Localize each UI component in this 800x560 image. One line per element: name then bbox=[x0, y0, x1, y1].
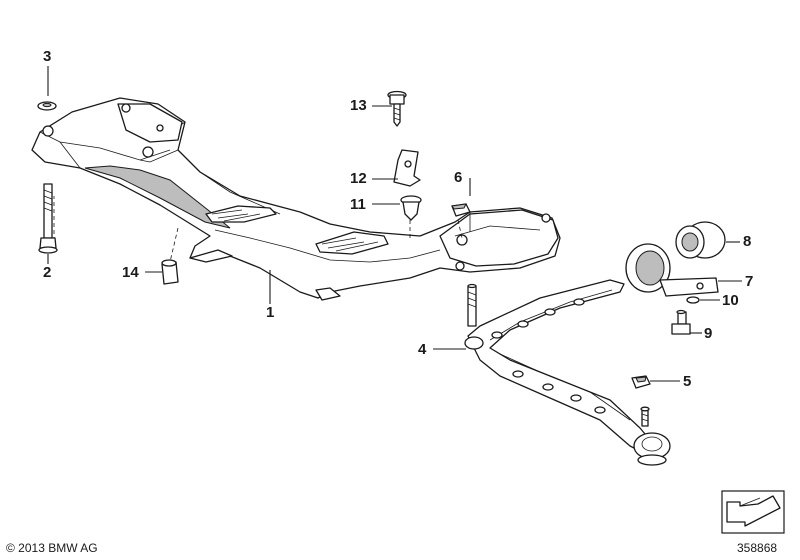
front-axle-carrier bbox=[31, 97, 561, 301]
callout-4: 4 bbox=[418, 341, 427, 358]
callout-11: 11 bbox=[350, 196, 366, 213]
nut-6 bbox=[451, 203, 471, 217]
wishbone-4 bbox=[464, 279, 671, 466]
bolt-2 bbox=[38, 183, 58, 254]
bracket-7 bbox=[625, 243, 719, 297]
callout-8: 8 bbox=[743, 233, 752, 250]
callout-2: 2 bbox=[43, 264, 52, 281]
callout-3: 3 bbox=[43, 48, 52, 65]
callout-1: 1 bbox=[266, 304, 275, 321]
diagram-id: 358868 bbox=[737, 541, 778, 555]
callout-12: 12 bbox=[350, 170, 367, 187]
nut-5 bbox=[631, 375, 651, 389]
clip-12 bbox=[393, 149, 421, 187]
callout-10: 10 bbox=[722, 292, 739, 309]
rivet-11 bbox=[400, 195, 422, 221]
callout-7: 7 bbox=[745, 273, 754, 290]
callout-9: 9 bbox=[704, 325, 713, 342]
callout-13: 13 bbox=[350, 97, 367, 114]
leader-lines bbox=[47, 66, 742, 382]
callout-6: 6 bbox=[454, 169, 463, 186]
bolt-13 bbox=[387, 90, 407, 127]
bolt-9 bbox=[671, 309, 691, 335]
callout-14: 14 bbox=[122, 264, 139, 281]
copyright-text: © 2013 BMW AG bbox=[6, 541, 98, 555]
bushing-8 bbox=[675, 221, 726, 259]
sleeve-14 bbox=[161, 259, 179, 285]
washer-10 bbox=[686, 296, 700, 304]
washer-3 bbox=[37, 101, 57, 111]
callout-5: 5 bbox=[683, 373, 692, 390]
direction-arrow-icon bbox=[721, 490, 785, 534]
